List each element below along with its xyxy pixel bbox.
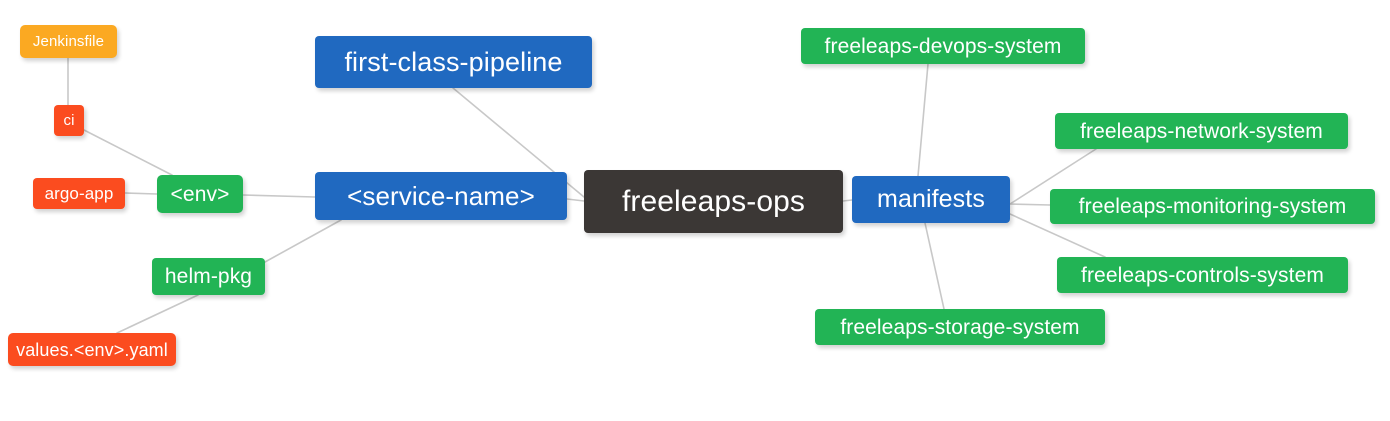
node-freeleaps-ops[interactable]: freeleaps-ops <box>584 170 843 233</box>
node-freeleaps-network-system[interactable]: freeleaps-network-system <box>1055 113 1348 149</box>
edge-manifests-to-freeleaps-devops-system <box>917 63 929 177</box>
node-env[interactable]: <env> <box>157 175 243 213</box>
edge-service-name-to-helm-pkg <box>264 219 342 263</box>
node-freeleaps-monitoring-system[interactable]: freeleaps-monitoring-system <box>1050 189 1375 224</box>
node-label-values-env-yaml: values.<env>.yaml <box>16 339 168 360</box>
edge-helm-pkg-to-values-env-yaml <box>116 294 199 334</box>
node-label-first-class-pipeline: first-class-pipeline <box>344 46 563 77</box>
edge-manifests-to-freeleaps-storage-system <box>924 222 945 310</box>
node-label-ci: ci <box>63 112 75 129</box>
node-service-name[interactable]: <service-name> <box>315 172 567 220</box>
node-label-freeleaps-devops-system: freeleaps-devops-system <box>824 34 1062 58</box>
node-manifests[interactable]: manifests <box>852 176 1010 223</box>
node-jenkinsfile[interactable]: Jenkinsfile <box>20 25 117 58</box>
node-label-freeleaps-ops: freeleaps-ops <box>621 184 806 218</box>
edge-service-name-to-env <box>242 194 316 198</box>
node-first-class-pipeline[interactable]: first-class-pipeline <box>315 36 592 88</box>
node-label-helm-pkg: helm-pkg <box>164 265 253 288</box>
node-freeleaps-storage-system[interactable]: freeleaps-storage-system <box>815 309 1105 345</box>
edge-freeleaps-ops-to-manifests <box>842 199 853 202</box>
node-freeleaps-devops-system[interactable]: freeleaps-devops-system <box>801 28 1085 64</box>
node-label-jenkinsfile: Jenkinsfile <box>32 33 105 50</box>
node-label-freeleaps-storage-system: freeleaps-storage-system <box>840 315 1080 339</box>
node-label-freeleaps-monitoring-system: freeleaps-monitoring-system <box>1078 195 1347 218</box>
node-label-argo-app: argo-app <box>44 184 114 203</box>
node-label-service-name: <service-name> <box>347 181 535 211</box>
node-argo-app[interactable]: argo-app <box>33 178 125 209</box>
node-ci[interactable]: ci <box>54 105 84 136</box>
edge-env-to-argo-app <box>124 192 158 195</box>
edge-manifests-to-freeleaps-monitoring-system <box>1009 203 1051 206</box>
node-label-freeleaps-network-system: freeleaps-network-system <box>1080 119 1323 143</box>
edge-env-to-ci <box>83 129 173 176</box>
node-values-env-yaml[interactable]: values.<env>.yaml <box>8 333 176 366</box>
node-label-manifests: manifests <box>877 185 985 213</box>
edge-freeleaps-ops-to-service-name <box>566 198 585 202</box>
node-label-env: <env> <box>170 182 230 206</box>
node-label-freeleaps-controls-system: freeleaps-controls-system <box>1081 263 1324 287</box>
node-freeleaps-controls-system[interactable]: freeleaps-controls-system <box>1057 257 1348 293</box>
node-helm-pkg[interactable]: helm-pkg <box>152 258 265 295</box>
